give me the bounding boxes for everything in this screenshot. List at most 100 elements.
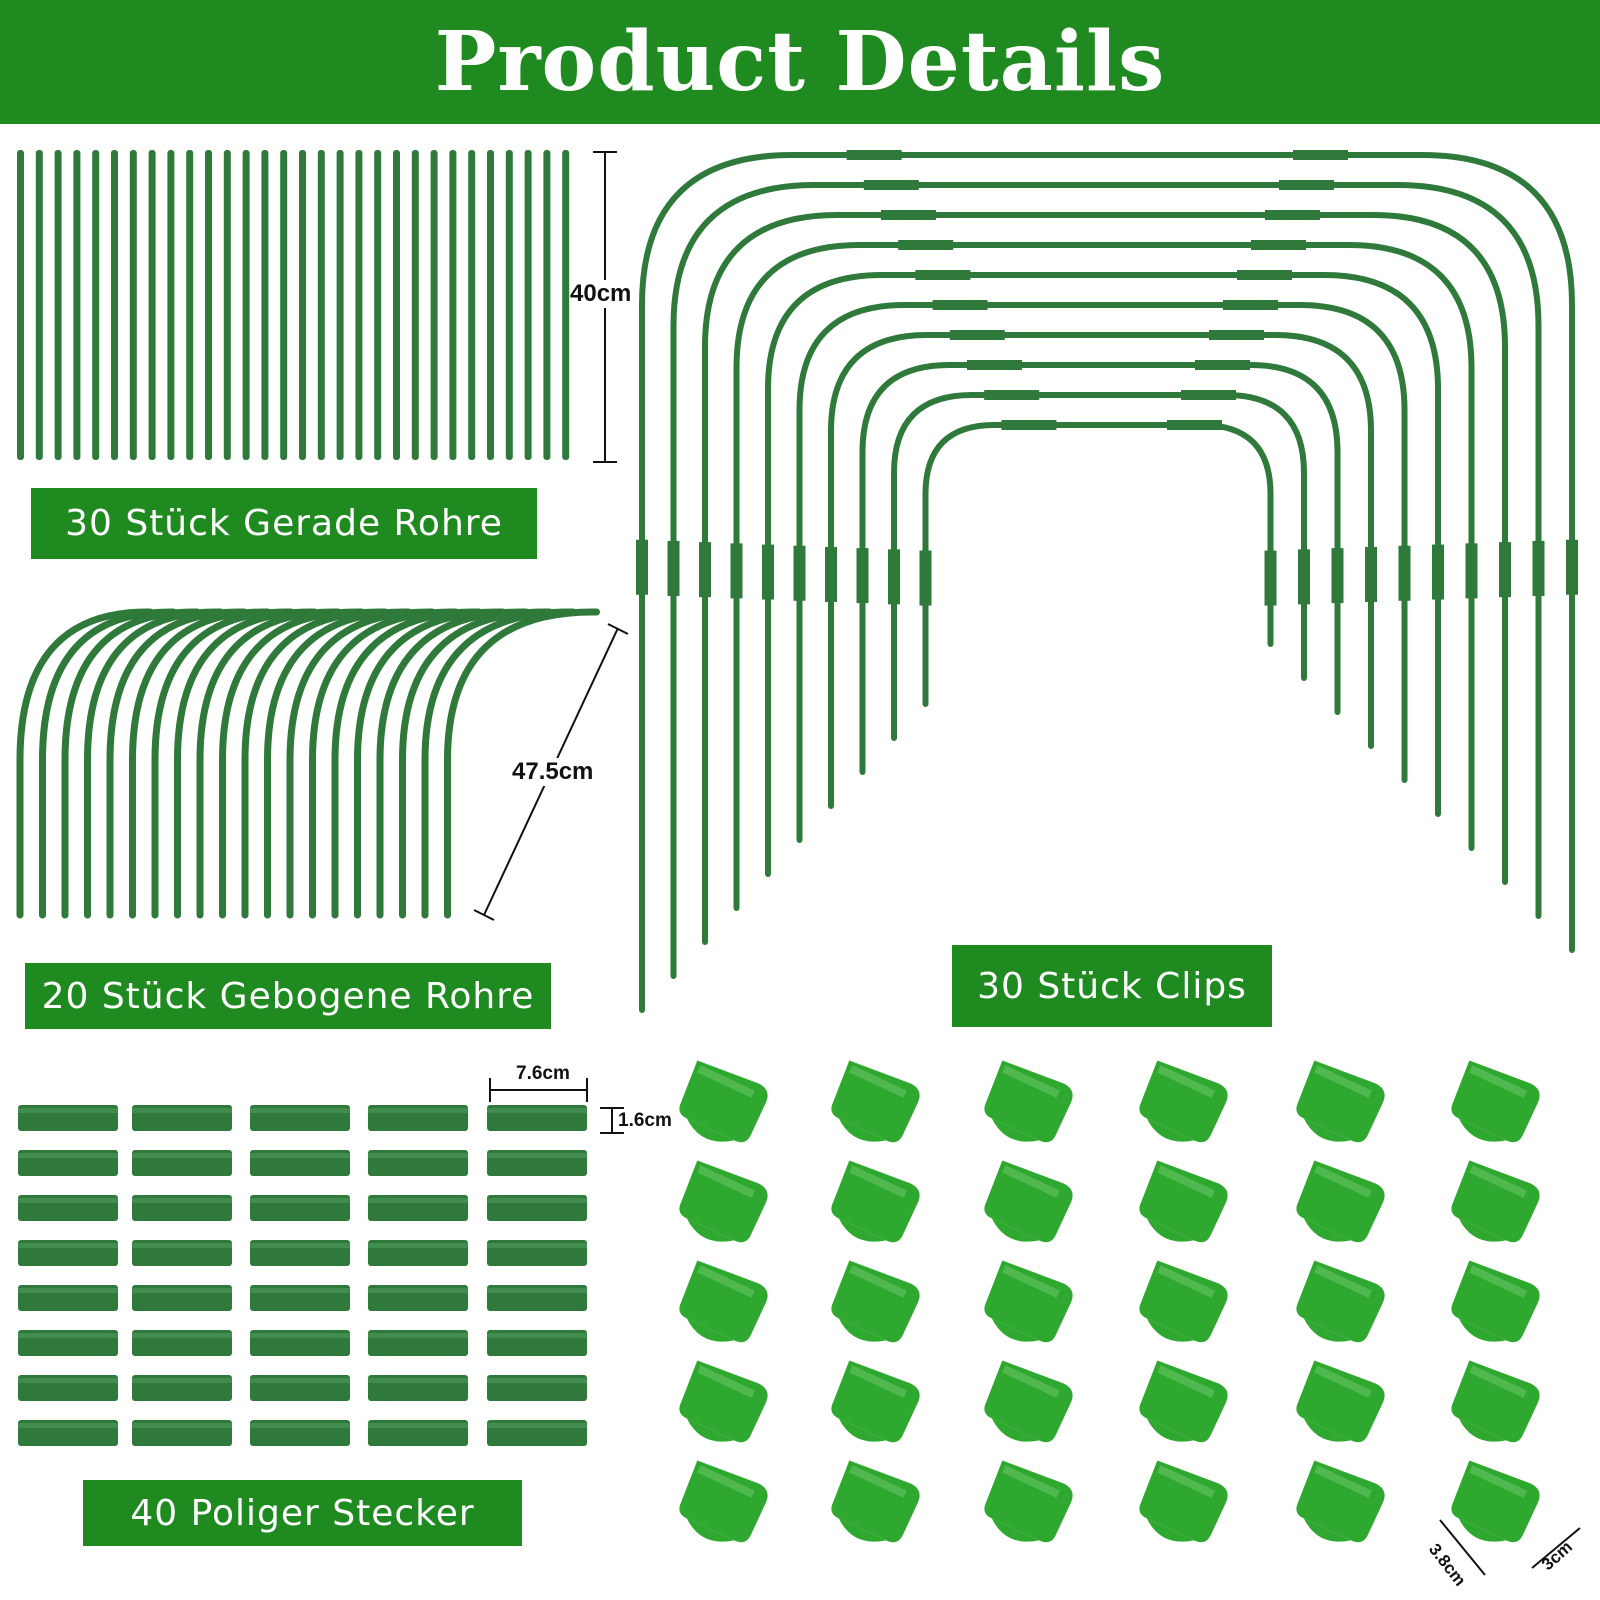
straight-tube-icon xyxy=(205,150,212,460)
clip-icon xyxy=(679,1260,768,1343)
clip-body xyxy=(1296,1060,1385,1143)
clip-body xyxy=(1296,1460,1385,1543)
hoop-joint-icon xyxy=(1331,548,1344,604)
connector-highlight xyxy=(368,1198,468,1203)
connector-highlight xyxy=(132,1198,232,1203)
clip-jaw xyxy=(838,1518,886,1542)
clip-body xyxy=(984,1160,1073,1243)
clips-label-text: 30 Stück Clips xyxy=(977,965,1247,1007)
straight-tube-icon xyxy=(468,150,476,460)
straight-tube-icon xyxy=(92,150,100,460)
connector-highlight xyxy=(368,1333,468,1338)
clip-highlight xyxy=(697,1465,755,1498)
straight-tube-icon xyxy=(167,150,175,460)
hoop-joint-icon xyxy=(863,180,919,190)
connector-highlight xyxy=(250,1288,350,1293)
clip-highlight xyxy=(697,1365,755,1398)
clip-highlight xyxy=(1002,1065,1060,1098)
bent-tubes-label-text: 20 Stück Gebogene Rohre xyxy=(41,975,535,1017)
connector-highlight xyxy=(18,1423,118,1428)
clip-highlight xyxy=(697,1065,755,1098)
straight-tube-icon xyxy=(393,150,400,460)
clip-icon xyxy=(984,1460,1073,1543)
hoop-joint-icon xyxy=(919,550,932,606)
hoop-joint-icon xyxy=(1566,539,1578,595)
clip-jaw xyxy=(1303,1218,1351,1242)
clip-icon xyxy=(831,1260,920,1343)
hoop-joint-icon xyxy=(967,360,1022,370)
clip-body xyxy=(1139,1260,1228,1343)
straight-tube-icon xyxy=(487,150,494,460)
connector-highlight xyxy=(250,1153,350,1158)
clip-jaw xyxy=(1303,1518,1351,1542)
clip-body xyxy=(679,1460,768,1543)
hoop-tube-icon xyxy=(796,302,1408,843)
straight-tube-icon xyxy=(54,150,62,460)
hoop-joint-icon xyxy=(1237,270,1292,280)
clip-jaw xyxy=(991,1318,1039,1342)
straight-tube-icon xyxy=(336,150,344,460)
hoop-tube-icon xyxy=(733,242,1475,911)
clip-highlight xyxy=(1469,1065,1527,1098)
clip-body xyxy=(1451,1260,1540,1343)
clip-icon xyxy=(984,1060,1073,1143)
hoop-tube-icon xyxy=(702,212,1508,945)
hoop-joint-icon xyxy=(1209,330,1264,340)
straight-tubes-label-text: 30 Stück Gerade Rohre xyxy=(65,503,503,544)
straight-tube-icon xyxy=(449,150,457,460)
clip-jaw xyxy=(686,1218,734,1242)
clip-jaw xyxy=(991,1118,1039,1142)
straight-tube-icon xyxy=(317,150,325,460)
connector-highlight xyxy=(487,1378,587,1383)
clip-highlight xyxy=(1157,1265,1215,1298)
hoop-joint-icon xyxy=(1265,210,1320,220)
hoop-joint-icon xyxy=(1298,549,1310,605)
hoop-tube-icon xyxy=(670,182,1542,979)
clip-highlight xyxy=(849,1265,907,1298)
connector-highlight xyxy=(487,1333,587,1338)
bent-tube-icon xyxy=(444,608,600,919)
clip-highlight xyxy=(1469,1165,1527,1198)
clip-jaw xyxy=(1303,1118,1351,1142)
clip-icon xyxy=(1451,1260,1540,1343)
clip-jaw xyxy=(1146,1418,1194,1442)
clip-icon xyxy=(1451,1160,1540,1243)
bent-tube-icon xyxy=(309,608,459,919)
connector-highlight xyxy=(132,1153,232,1158)
clip-jaw xyxy=(686,1118,734,1142)
connector-highlight xyxy=(132,1108,232,1113)
connector-highlight xyxy=(132,1243,232,1248)
connector-highlight xyxy=(18,1378,118,1383)
clip-highlight xyxy=(1002,1165,1060,1198)
straight-tube-icon xyxy=(355,150,363,460)
clip-body xyxy=(1451,1460,1540,1543)
clips-group xyxy=(679,1060,1540,1543)
clip-jaw xyxy=(991,1218,1039,1242)
clip-highlight xyxy=(1469,1265,1527,1298)
hoop-joint-icon xyxy=(949,330,1005,340)
straight-tube-icon xyxy=(35,150,43,460)
straight-tube-icon xyxy=(505,150,513,460)
hoop-joint-icon xyxy=(1001,420,1057,430)
straight-tube-icon xyxy=(524,150,532,460)
bent-tube-icon xyxy=(286,608,436,919)
hoop-joint-icon xyxy=(1223,300,1278,310)
hoop-joint-icon xyxy=(793,545,806,601)
clip-body xyxy=(1139,1360,1228,1443)
clip-jaw xyxy=(1458,1318,1506,1342)
clip-highlight xyxy=(697,1165,755,1198)
straight-tube-icon xyxy=(430,150,438,460)
hoop-joint-icon xyxy=(762,544,774,600)
clip-body xyxy=(831,1460,920,1543)
hoop-joint-icon xyxy=(915,270,971,280)
clip-highlight xyxy=(1469,1465,1527,1498)
straight-tube-icon xyxy=(111,150,118,460)
straight-tube-icon xyxy=(148,150,156,460)
clip-highlight xyxy=(849,1465,907,1498)
straight-tube-icon xyxy=(261,150,269,460)
straight-tube-icon xyxy=(186,150,194,460)
connector-highlight xyxy=(487,1108,587,1113)
clip-highlight xyxy=(849,1065,907,1098)
clip-icon xyxy=(831,1360,920,1443)
clip-body xyxy=(1296,1160,1385,1243)
